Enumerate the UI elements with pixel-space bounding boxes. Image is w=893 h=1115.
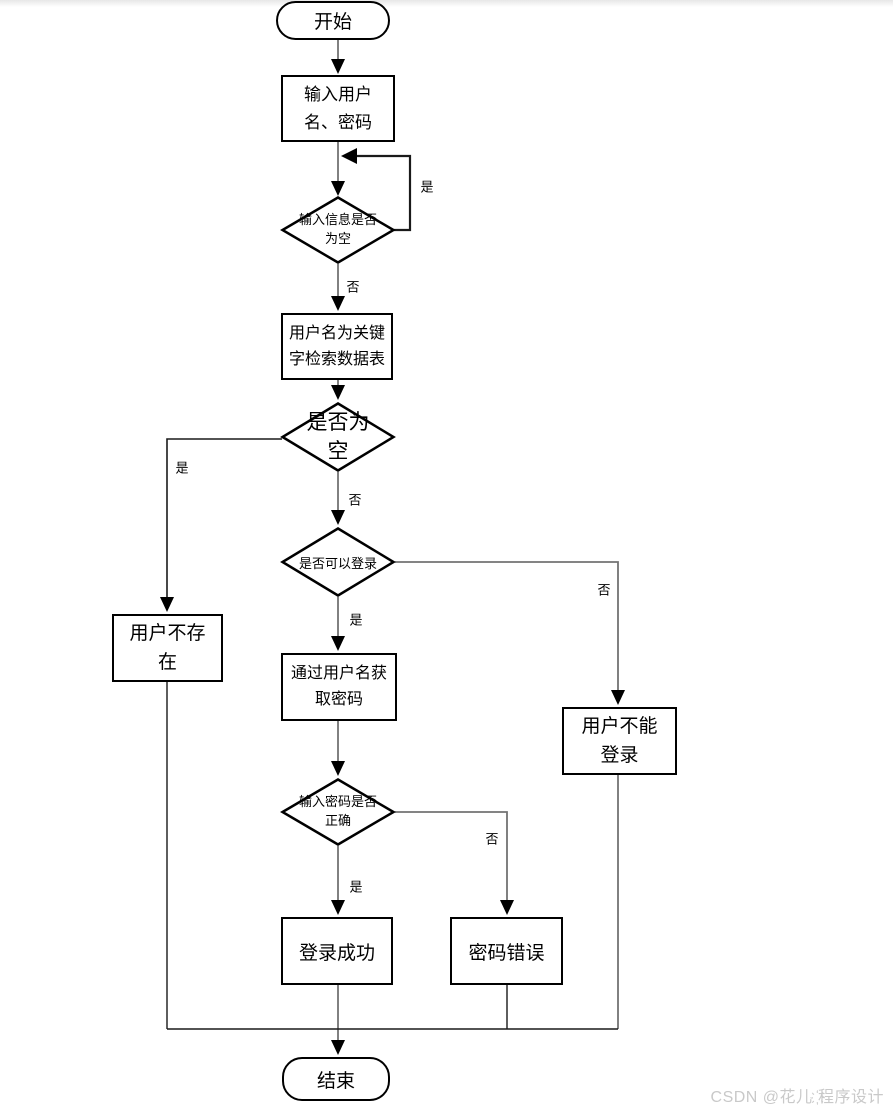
node-label: 用户不存 在 [129,622,206,673]
arrowhead-into-check-empty [331,181,345,196]
arrowhead-into-notexist [160,597,174,612]
flowchart-node-get-password: 通过用户名获 取密码 [281,653,397,721]
edge-check-password-no-branch [395,811,508,901]
node-label: 通过用户名获 取密码 [290,665,387,708]
diamond-shape [280,402,396,472]
arrowhead-into-input [331,59,345,74]
page-top-edge-shadow [0,0,893,7]
edge-label-password-yes: 是 [348,876,364,896]
flowchart-decision-input-empty: 输入信息是否 为空 [280,196,396,264]
arrowhead-into-result-empty [331,385,345,400]
flowchart-decision-result-empty: 是否为 空 [280,402,396,472]
flowchart-node-login-success: 登录成功 [281,917,393,985]
diamond-shape [280,196,396,264]
connector-dark-group [166,154,618,1030]
edge-loop-back [356,154,412,232]
flowchart-node-user-not-exist: 用户不存 在 [112,614,223,682]
arrowhead-into-check-password [331,761,345,776]
arrowhead-into-cannotlogin [611,690,625,705]
edge-result-empty-yes-branch [166,438,282,598]
diamond-shape [280,778,396,846]
node-label: 用户名为关键 字检索数据表 [288,324,385,368]
node-label: 是否可以登录 [298,555,377,571]
arrowhead-into-pwderror [500,900,514,915]
arrowhead-into-can-login [331,510,345,525]
edge-label-password-no: 否 [484,828,500,848]
flowchart-decision-can-login: 是否可以登录 [280,527,396,597]
flowchart-node-input-credentials: 输入用户 名、密码 [281,75,395,142]
flowchart-node-end: 结束 [282,1057,390,1101]
node-label: 密码错误 [468,942,545,964]
node-label: 开始 [313,12,352,33]
csdn-watermark: CSDN @花儿 ҉程序设计 [710,1089,884,1106]
diamond-shape [280,527,396,597]
edge-can-login-no-branch [395,561,619,691]
edge-label-can-login-no: 否 [596,579,612,599]
node-label: 输入信息是否 为空 [298,212,377,246]
arrowhead-loop-left [341,148,357,164]
edge-label-loop-yes: 是 [419,176,435,196]
flowchart-decision-password-correct: 输入密码是否 正确 [280,778,396,846]
arrowhead-into-success [331,900,345,915]
edge-label-input-empty-no: 否 [345,276,361,296]
flowchart-node-start: 开始 [276,1,390,40]
connector-gray-group [337,40,619,1041]
flowchart-node-password-error: 密码错误 [450,917,563,985]
node-label: 用户不能 登录 [581,715,658,766]
arrowhead-into-search [331,296,345,311]
node-label: 结束 [316,1070,355,1092]
node-label: 输入用户 名、密码 [304,85,372,132]
node-label: 登录成功 [298,942,375,964]
node-label: 是否为 空 [306,410,370,463]
flowchart-node-user-cannot-login: 用户不能 登录 [562,707,677,775]
edge-label-result-empty-yes: 是 [174,457,190,477]
node-label: 输入密码是否 正确 [298,794,377,828]
edge-label-result-empty-no: 否 [347,489,363,509]
arrowheads-group [160,59,625,1055]
edge-label-can-login-yes: 是 [348,609,364,629]
flowchart-node-search-table: 用户名为关键 字检索数据表 [281,313,393,380]
arrowhead-into-end [331,1040,345,1055]
arrowhead-into-getpwd [331,636,345,651]
